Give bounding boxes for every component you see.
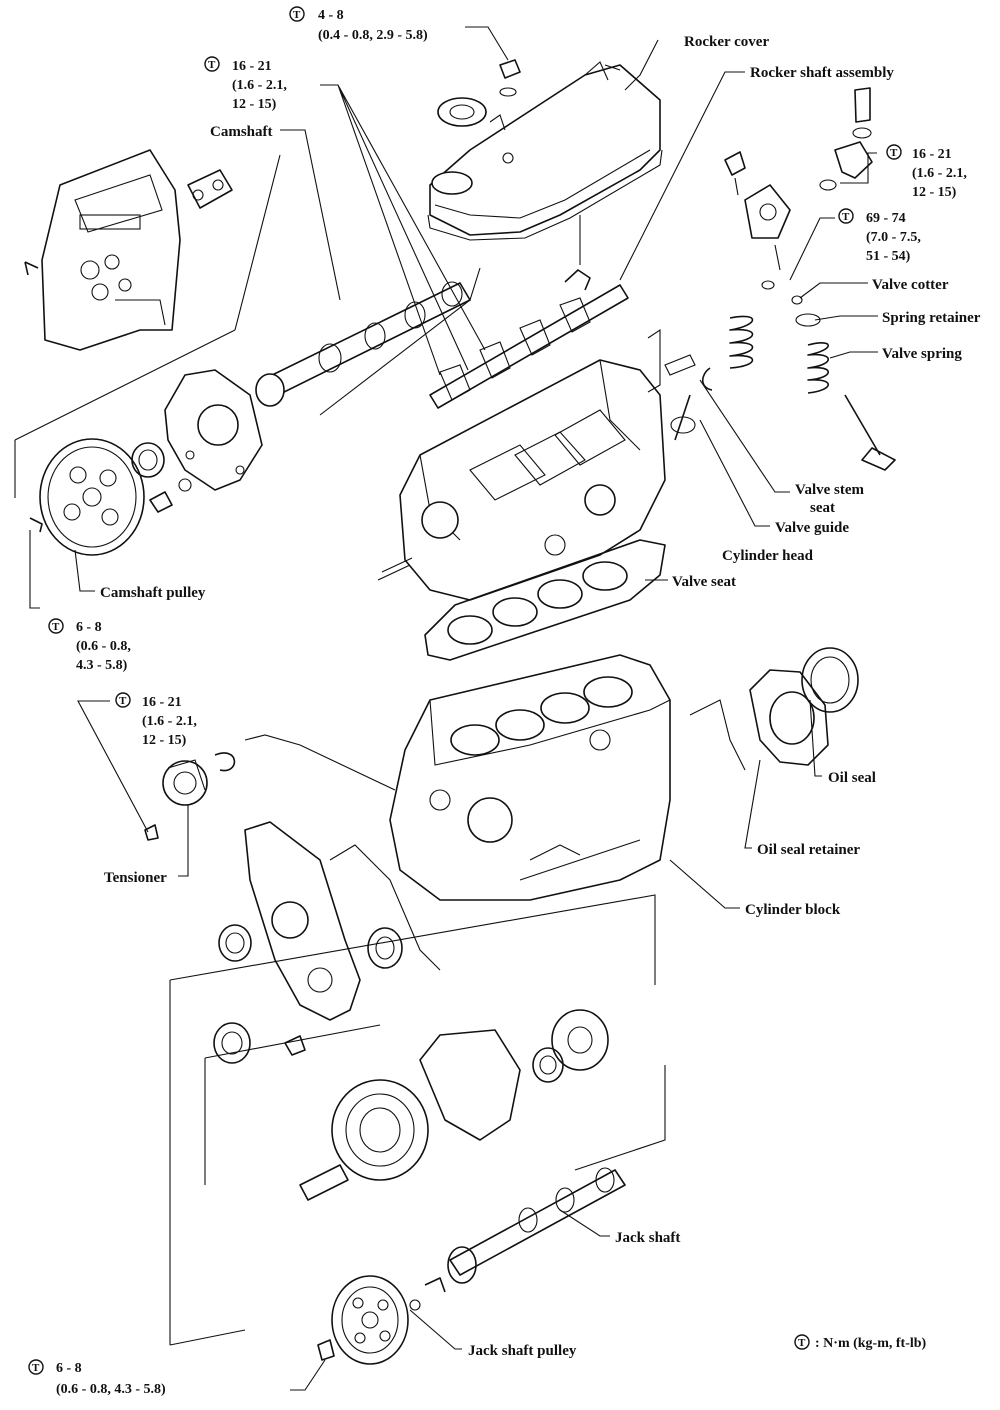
svg-text:4.3 - 5.8): 4.3 - 5.8): [76, 658, 128, 673]
svg-text:T: T: [842, 211, 850, 223]
part-labels: Rocker cover Rocker shaft assembly Camsh…: [100, 34, 981, 1359]
rocker-pivot-parts: [724, 87, 873, 305]
svg-text:6 - 8: 6 - 8: [56, 1361, 82, 1376]
torque-specs: T 4 - 8 (0.4 - 0.8, 2.9 - 5.8) T 16 - 21…: [28, 6, 967, 1397]
label-oil-seal-retainer: Oil seal retainer: [757, 842, 860, 858]
label-valve-cotter: Valve cotter: [872, 277, 949, 293]
camshaft-part: [255, 281, 471, 407]
label-camshaft-pulley: Camshaft pulley: [100, 585, 206, 601]
svg-text:(1.6 - 2.1,: (1.6 - 2.1,: [912, 166, 967, 181]
svg-text:(0.6 - 0.8, 4.3 - 5.8): (0.6 - 0.8, 4.3 - 5.8): [56, 1382, 166, 1397]
svg-text:6 - 8: 6 - 8: [76, 620, 102, 635]
label-cylinder-block: Cylinder block: [745, 902, 841, 918]
torque-rocker-pivot-nut: T 16 - 21 (1.6 - 2.1, 12 - 15): [886, 144, 967, 200]
label-camshaft: Camshaft: [210, 124, 273, 140]
camshaft-oil-seal: [131, 442, 192, 513]
head-gasket-part: [424, 539, 666, 661]
torque-rocker-cover-nut: T 4 - 8 (0.4 - 0.8, 2.9 - 5.8): [289, 6, 428, 43]
label-jack-shaft-pulley: Jack shaft pulley: [468, 1343, 577, 1359]
front-timing-cover: [24, 149, 181, 351]
svg-text:16 - 21: 16 - 21: [912, 147, 952, 162]
torque-legend: T : N·m (kg-m, ft-lb): [794, 1334, 927, 1351]
rocker-shaft-part: [429, 215, 629, 409]
torque-cylinder-head-bolt: T 69 - 74 (7.0 - 7.5, 51 - 54): [838, 208, 921, 264]
alignment-lines: [14, 154, 666, 1346]
label-tensioner: Tensioner: [104, 870, 167, 886]
label-valve-seat: Valve seat: [672, 574, 736, 590]
rocker-cover-part: [427, 61, 663, 241]
label-valve-stem-seat-2: seat: [810, 500, 835, 516]
svg-text:12 - 15): 12 - 15): [912, 185, 957, 200]
camshaft-pulley-part: [29, 438, 145, 556]
jack-shaft-pulley-part: [317, 1275, 421, 1365]
svg-text:T: T: [52, 621, 60, 633]
label-jack-shaft: Jack shaft: [615, 1230, 680, 1246]
jack-shaft-part: [424, 1167, 626, 1293]
legend-torque-symbol: T: [798, 1337, 806, 1349]
label-valve-stem-seat-1: Valve stem: [795, 482, 865, 498]
torque-jack-shaft-pulley-bolt: T 6 - 8 (0.6 - 0.8, 4.3 - 5.8): [28, 1359, 166, 1397]
torque-camshaft-pulley-bolt: T 6 - 8 (0.6 - 0.8, 4.3 - 5.8): [48, 618, 131, 673]
svg-text:12 - 15): 12 - 15): [232, 97, 277, 112]
label-oil-seal: Oil seal: [828, 770, 876, 786]
legend-text: : N·m (kg-m, ft-lb): [815, 1336, 927, 1351]
valve-assembly-parts: [647, 313, 896, 471]
label-rocker-shaft-assembly: Rocker shaft assembly: [750, 65, 894, 81]
distributor-drive-coupler: [187, 169, 233, 209]
svg-text:T: T: [293, 9, 301, 21]
svg-text:69 - 74: 69 - 74: [866, 211, 906, 226]
svg-text:(0.4 - 0.8, 2.9 - 5.8): (0.4 - 0.8, 2.9 - 5.8): [318, 28, 428, 43]
label-spring-retainer: Spring retainer: [882, 310, 981, 326]
svg-text:12 - 15): 12 - 15): [142, 733, 187, 748]
label-rocker-cover: Rocker cover: [684, 34, 769, 50]
svg-text:T: T: [208, 59, 216, 71]
svg-text:4 - 8: 4 - 8: [318, 8, 344, 23]
front-seals-parts: [213, 924, 403, 1064]
label-valve-guide: Valve guide: [775, 520, 849, 536]
camshaft-rear-plate: [164, 369, 263, 491]
torque-rocker-shaft-bolts: T 16 - 21 (1.6 - 2.1, 12 - 15): [204, 56, 287, 112]
leader-lines: [29, 26, 878, 1391]
svg-text:16 - 21: 16 - 21: [142, 695, 182, 710]
front-housing-part: [244, 821, 441, 1021]
svg-text:T: T: [119, 695, 127, 707]
cylinder-head-part: [377, 359, 666, 601]
svg-text:T: T: [32, 1362, 40, 1374]
tensioner-part: [144, 752, 236, 841]
cylinder-block-part: [389, 654, 671, 901]
svg-text:T: T: [890, 147, 898, 159]
torque-tensioner-nut: T 16 - 21 (1.6 - 2.1, 12 - 15): [115, 692, 197, 748]
svg-text:(7.0 - 7.5,: (7.0 - 7.5,: [866, 230, 921, 245]
svg-text:(1.6 - 2.1,: (1.6 - 2.1,: [232, 78, 287, 93]
svg-text:16 - 21: 16 - 21: [232, 59, 272, 74]
svg-text:51 - 54): 51 - 54): [866, 249, 911, 264]
svg-text:(0.6 - 0.8,: (0.6 - 0.8,: [76, 639, 131, 654]
rocker-cover-nut: [499, 59, 521, 97]
svg-text:(1.6 - 2.1,: (1.6 - 2.1,: [142, 714, 197, 729]
label-valve-spring: Valve spring: [882, 346, 962, 362]
label-cylinder-head: Cylinder head: [722, 548, 814, 564]
crank-pulley-part: [299, 1009, 609, 1201]
rear-oil-seal-parts: [689, 647, 859, 771]
